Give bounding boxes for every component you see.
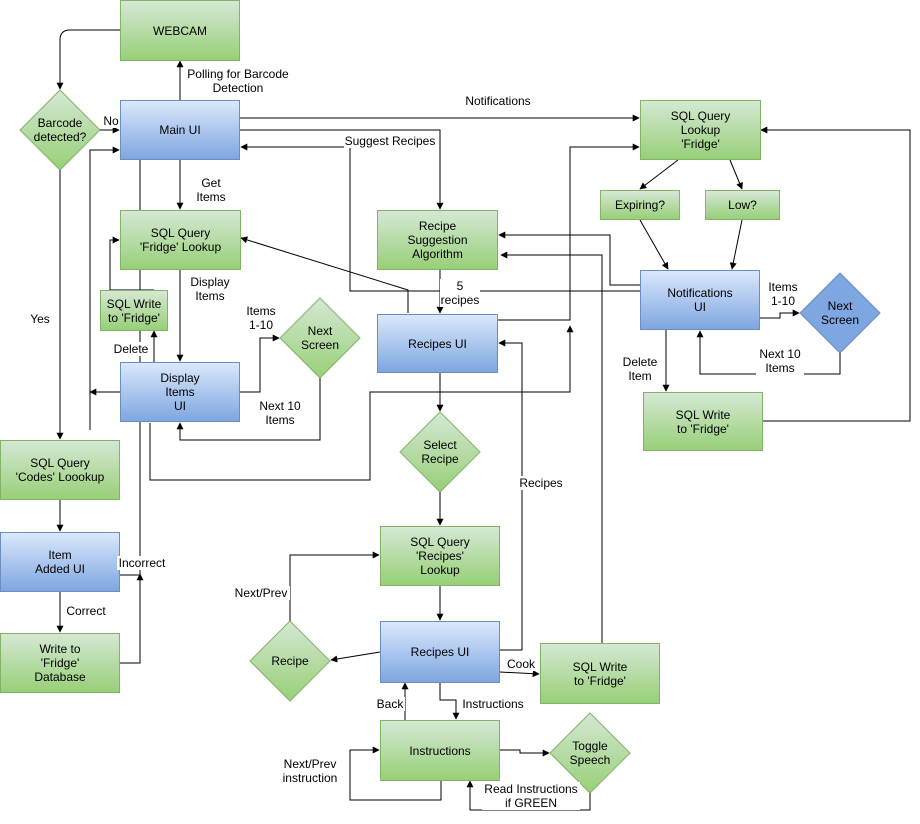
sql-write-fridge-cook-node: SQL Write to 'Fridge': [540, 643, 660, 704]
five-recipes-label: 5 recipes: [440, 279, 480, 307]
sql-fridge-lookup-node: SQL Query 'Fridge' Lookup: [120, 210, 241, 270]
read-instructions-label: Read Instructions if GREEN: [482, 782, 580, 810]
write-fridge-database-node: Write to 'Fridge' Database: [0, 633, 120, 693]
next-screen-left-text: Next Screen: [300, 324, 340, 352]
next-10-items-left-label: Next 10 Items: [256, 399, 304, 427]
display-items-label: Display Items: [188, 275, 232, 303]
back-label: Back: [375, 697, 405, 711]
next-prev-label: Next/Prev: [232, 586, 290, 600]
sql-codes-lookup-node: SQL Query 'Codes' Loookup: [0, 440, 120, 500]
recipes-ui-bottom-node: Recipes UI: [380, 621, 500, 683]
no-label: No: [103, 114, 119, 128]
barcode-detected-text: Barcode detected?: [33, 116, 87, 144]
correct-label: Correct: [64, 604, 108, 618]
recipe-diamond: [249, 620, 331, 702]
cook-label: Cook: [506, 657, 536, 671]
next-prev-instruction-label: Next/Prev instruction: [281, 757, 339, 785]
main-ui-node: Main UI: [120, 100, 240, 160]
recipe-suggestion-algorithm-node: Recipe Suggestion Algorithm: [377, 210, 498, 270]
sql-write-fridge-left-node: SQL Write to 'Fridge': [100, 290, 168, 331]
toggle-speech-text: Toggle Speech: [569, 739, 611, 767]
sql-lookup-fridge-right-node: SQL Query Lookup 'Fridge': [640, 100, 761, 160]
recipes-label: Recipes: [518, 476, 564, 490]
low-node: Low?: [705, 190, 780, 220]
items-1-10-left-label: Items 1-10: [244, 304, 278, 332]
notifications-ui-node: Notifications UI: [640, 270, 760, 330]
delete-label: Delete: [112, 342, 150, 356]
yes-label: Yes: [28, 312, 52, 326]
delete-item-label: Delete Item: [620, 355, 660, 383]
incorrect-label: Incorrect: [117, 556, 167, 570]
sql-write-fridge-right-node: SQL Write to 'Fridge': [643, 392, 763, 451]
select-recipe-text: Select Recipe: [421, 438, 459, 466]
suggest-recipes-label: Suggest Recipes: [344, 134, 436, 148]
display-items-ui-node: Display Items UI: [120, 362, 240, 422]
recipe-text: Recipe: [271, 654, 309, 668]
sql-recipes-lookup-node: SQL Query 'Recipes' Lookup: [380, 526, 500, 586]
notifications-label: Notifications: [462, 94, 534, 108]
instructions-edge-label: Instructions: [460, 697, 526, 711]
next-screen-right-text: Next Screen: [820, 299, 860, 327]
items-1-10-right-label: Items 1-10: [766, 280, 800, 308]
recipes-ui-top-node: Recipes UI: [377, 314, 498, 373]
polling-label: Polling for Barcode Detection: [183, 67, 293, 95]
webcam-node: WEBCAM: [120, 0, 240, 61]
instructions-node: Instructions: [380, 720, 500, 781]
expiring-node: Expiring?: [600, 190, 680, 220]
next-10-items-right-label: Next 10 Items: [756, 347, 804, 375]
item-added-ui-node: Item Added UI: [0, 532, 120, 592]
get-items-label: Get Items: [194, 176, 228, 204]
